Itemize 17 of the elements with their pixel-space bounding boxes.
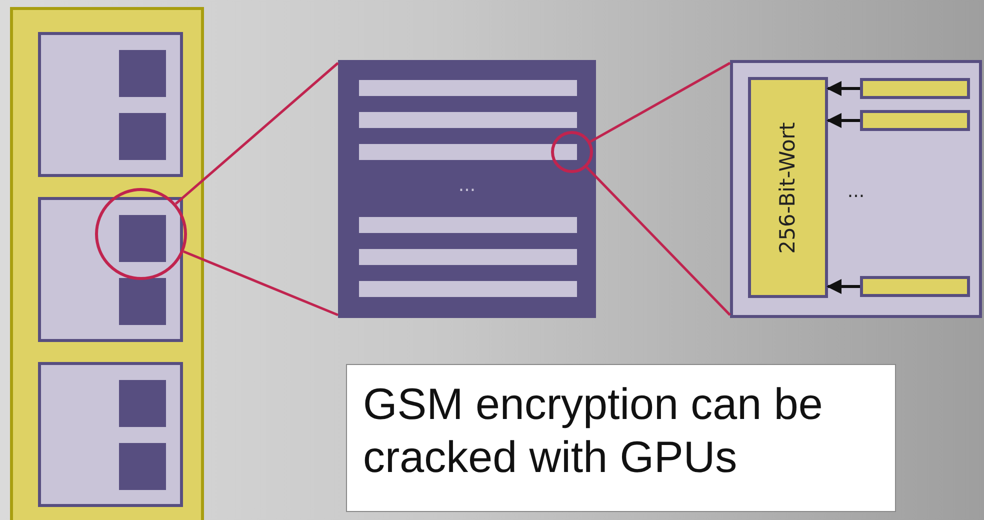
arrow <box>826 279 860 294</box>
memory-panel <box>338 60 596 318</box>
ellipsis-text: ... <box>457 175 477 196</box>
caption-box: GSM encryption can be cracked with GPUs <box>346 364 896 512</box>
magnifier-circle <box>551 131 593 173</box>
input-bar <box>860 110 970 131</box>
arrow <box>826 113 860 128</box>
word-register <box>748 77 828 298</box>
zoom-line <box>174 62 339 205</box>
register-panel <box>730 60 982 318</box>
input-bar <box>860 78 970 99</box>
input-bar <box>860 276 970 297</box>
magnifier-circle <box>95 188 187 280</box>
zoom-line <box>586 166 731 316</box>
zoom-line <box>590 62 731 143</box>
arrow <box>826 81 860 96</box>
register-label: 256-Bit-Wort <box>776 122 800 254</box>
